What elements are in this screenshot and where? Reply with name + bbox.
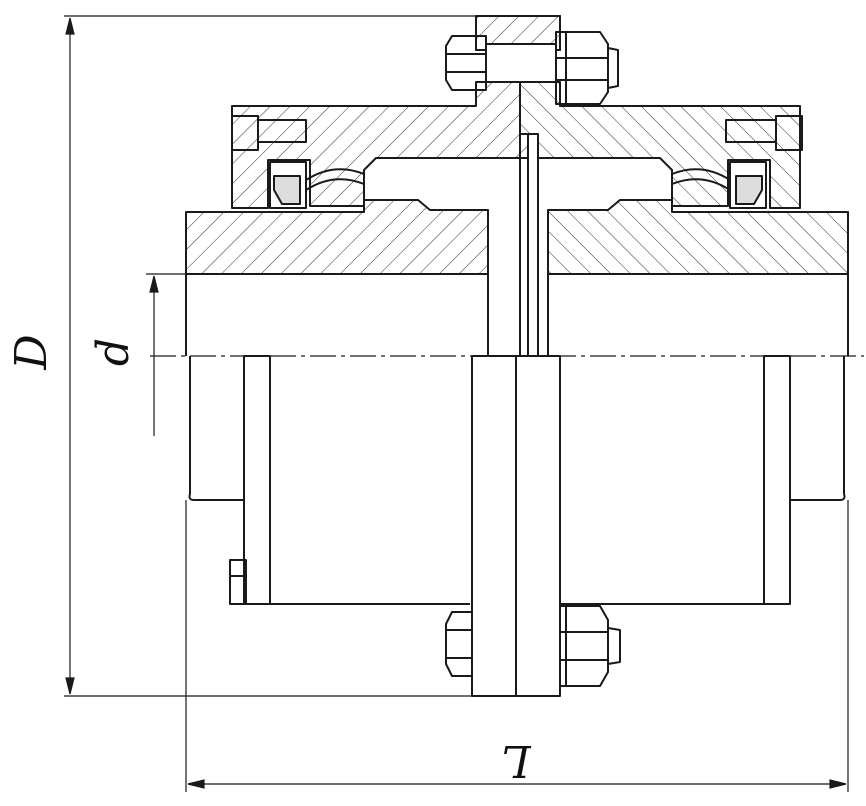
end-cap-screw-right (725, 115, 803, 151)
label-L: L (501, 735, 531, 786)
label-D: D (6, 334, 57, 370)
sleeve-upper-left (231, 81, 529, 209)
hub-left-view (188, 355, 470, 605)
label-d: d (88, 338, 139, 366)
hub-left-section (185, 199, 489, 275)
hub-right-section (547, 199, 849, 275)
hub-right-view (560, 355, 846, 605)
dimension-d (146, 273, 186, 436)
flange-pair-view (471, 355, 561, 697)
dimension-D (64, 15, 476, 697)
seal-right (671, 161, 767, 209)
sleeve-gap (519, 134, 539, 356)
end-cap-screw-lower (229, 559, 247, 605)
dimension-L (185, 500, 849, 792)
end-cap-screw-left (231, 115, 307, 151)
sleeve-upper-right (519, 81, 801, 209)
seal-left (269, 161, 365, 209)
bottom-flange-bolt (445, 605, 621, 687)
